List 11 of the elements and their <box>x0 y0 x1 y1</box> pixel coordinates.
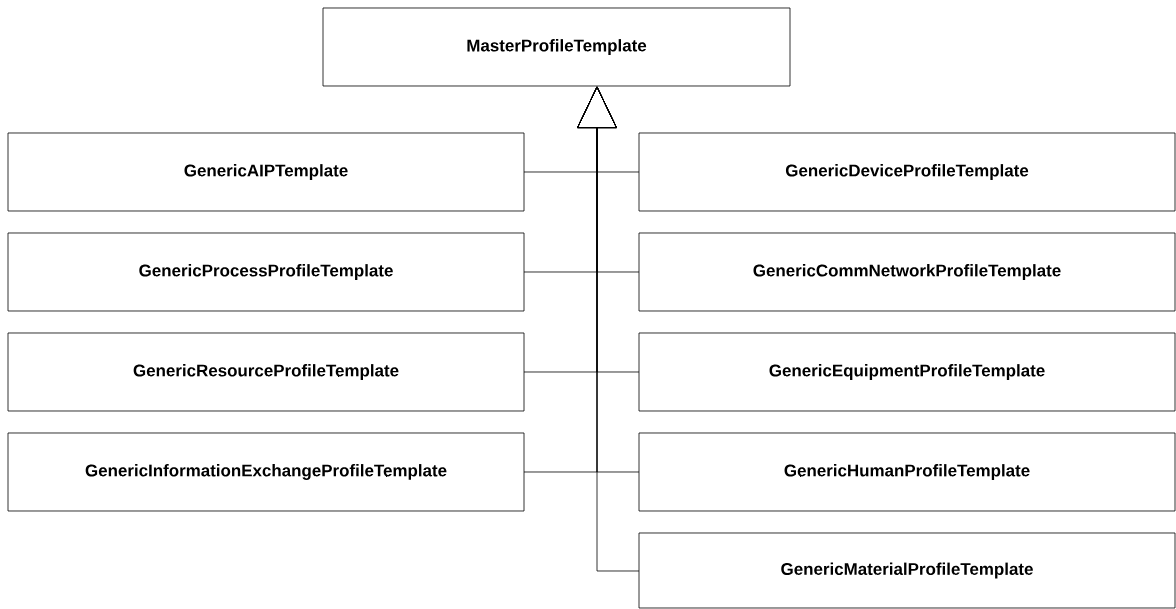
class-box: GenericDeviceProfileTemplate <box>638 132 1176 212</box>
class-box: GenericProcessProfileTemplate <box>7 232 525 312</box>
class-box: GenericHumanProfileTemplate <box>638 432 1176 512</box>
class-box: GenericInformationExchangeProfileTemplate <box>7 432 525 512</box>
class-box: MasterProfileTemplate <box>322 7 791 87</box>
class-box: GenericCommNetworkProfileTemplate <box>638 232 1176 312</box>
generalization-arrow <box>577 86 640 572</box>
class-box: GenericAIPTemplate <box>7 132 525 212</box>
class-box: GenericResourceProfileTemplate <box>7 332 525 412</box>
class-box: GenericEquipmentProfileTemplate <box>638 332 1176 412</box>
class-box: GenericMaterialProfileTemplate <box>638 532 1176 609</box>
